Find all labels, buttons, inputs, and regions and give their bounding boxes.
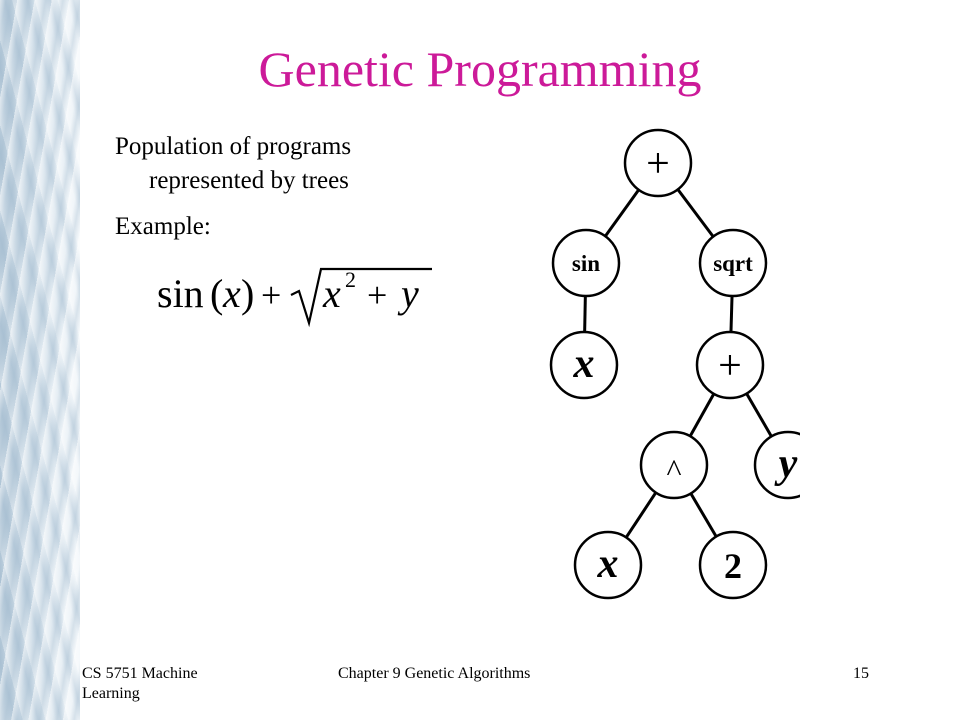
formula: sin ( x ) + x 2 + y	[157, 267, 432, 328]
tree-node: y	[753, 430, 800, 500]
tree-edges	[583, 188, 773, 539]
tree-node-circle	[573, 530, 643, 600]
tree-node: sqrt	[698, 228, 768, 298]
tree-node: +	[695, 330, 765, 400]
tree-node-label: x	[573, 341, 595, 387]
tree-node: x	[549, 330, 619, 400]
bullet-text: Example:	[115, 213, 211, 240]
tree-node-circle	[551, 228, 621, 298]
tree-node: +	[623, 128, 693, 198]
tree-node-circle	[695, 330, 765, 400]
tree-node-circle	[623, 128, 693, 198]
formula-fn: sin	[157, 271, 204, 316]
tree-node-label: +	[646, 141, 670, 187]
bullet-text-continued: represented by trees	[149, 167, 349, 194]
formula-plus2: +	[367, 275, 387, 315]
radical-sign	[290, 267, 432, 328]
tree-edge	[689, 492, 718, 538]
formula-exponent: 2	[345, 267, 356, 292]
bullet-text: Population of programs	[115, 133, 352, 160]
tree-node: ^	[639, 430, 709, 500]
tree-edge	[688, 393, 716, 437]
tree-node-circle	[698, 228, 768, 298]
tree-edge	[624, 491, 658, 539]
bullet-item: Example:	[115, 210, 435, 244]
formula-paren-open: (	[210, 271, 223, 316]
bullet-list: Population of programs represented by tr…	[115, 130, 435, 256]
tree-nodes: + sin sqrt x + ^ y x 2	[549, 128, 800, 600]
tree-node-circle	[698, 530, 768, 600]
tree-node-circle	[753, 430, 800, 500]
tree-node-label: ^	[666, 452, 681, 488]
formula-var-y: y	[397, 271, 419, 316]
expression-tree: + sin sqrt x + ^ y x 2	[549, 128, 800, 600]
tree-node-label: sin	[572, 251, 600, 276]
footer-page-number: 15	[853, 665, 869, 682]
tree-node-label: +	[718, 343, 742, 389]
sidebar-texture	[0, 0, 80, 720]
bullet-item: Population of programs represented by tr…	[115, 130, 435, 198]
formula-var-x: x	[222, 271, 241, 316]
tree-edge	[729, 295, 734, 333]
formula-paren-close: )	[241, 271, 254, 316]
formula-var-x2: x	[322, 271, 341, 316]
tree-node-label: 2	[724, 546, 742, 586]
tree-node: x	[573, 530, 643, 600]
tree-edge	[583, 295, 587, 333]
tree-edge	[604, 188, 640, 238]
formula-plus: +	[261, 275, 281, 315]
tree-node-label: x	[597, 541, 619, 587]
tree-node: sin	[551, 228, 621, 298]
tree-node-label: sqrt	[713, 251, 753, 276]
tree-node: 2	[698, 530, 768, 600]
tree-node-circle	[639, 430, 709, 500]
footer-course: CS 5751 Machine Learning	[82, 665, 198, 702]
footer-chapter: Chapter 9 Genetic Algorithms	[338, 665, 531, 682]
tree-edge	[676, 188, 715, 238]
slide-title: Genetic Programming	[258, 41, 702, 97]
tree-edge	[745, 392, 773, 438]
tree-node-circle	[549, 330, 619, 400]
